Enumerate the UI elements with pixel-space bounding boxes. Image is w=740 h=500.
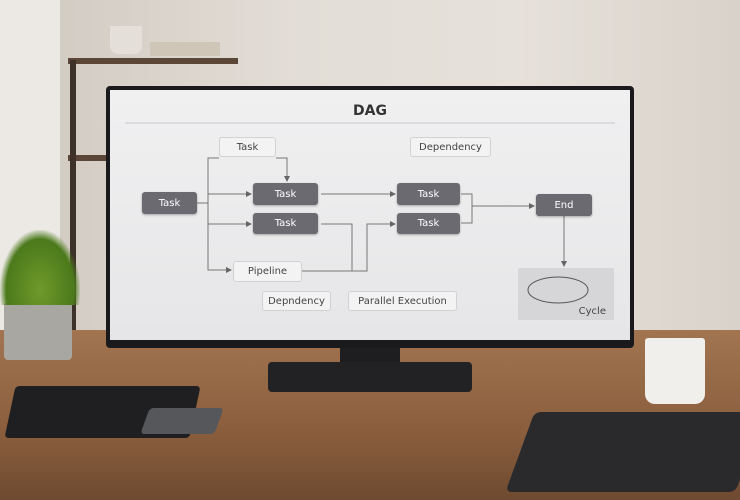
shelf-post [70,60,76,330]
node-task-a: Task [253,183,318,205]
node-dependency-bottom: Depndency [262,291,331,311]
node-task-b: Task [253,213,318,234]
shelf [68,155,108,161]
books [150,42,220,56]
plant [0,230,80,305]
plant-pot [4,302,72,360]
node-dependency-top: Dependency [410,137,491,157]
diagram-title: DAG [353,103,387,119]
cycle-icon [527,276,589,304]
cycle-label: Cycle [578,306,606,317]
shelf [68,58,238,64]
node-cycle: Cycle [518,268,614,320]
node-end: End [536,194,592,216]
monitor-stand-base [268,362,472,392]
monitor-stand-neck [340,348,400,366]
node-pipeline: Pipeline [233,261,302,282]
node-task-start: Task [142,192,197,214]
node-task-c: Task [397,183,460,205]
mug [645,338,705,404]
node-task-d: Task [397,213,460,234]
node-task-top: Task [219,137,276,157]
vase [110,26,142,54]
node-parallel-execution: Parallel Execution [348,291,457,311]
